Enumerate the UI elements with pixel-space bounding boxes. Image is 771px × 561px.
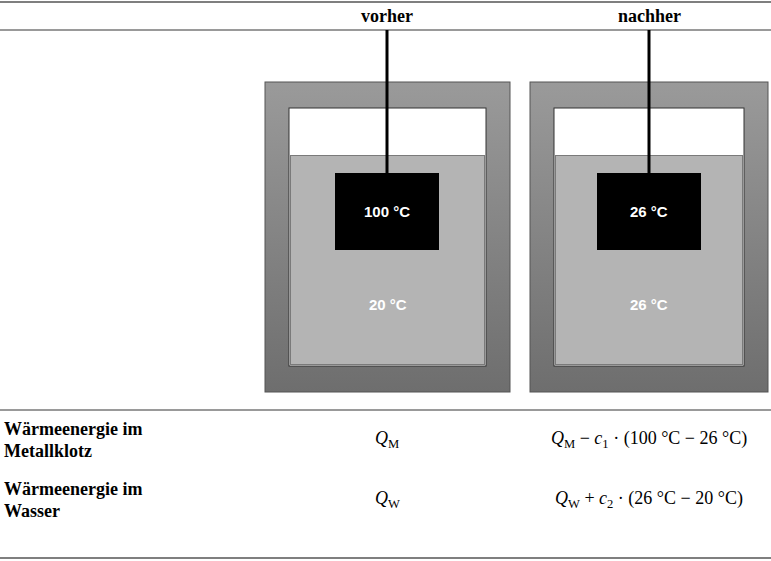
metal-block: 26 °C (597, 173, 701, 250)
water-region: 20 °C 100 °C (290, 155, 485, 365)
temperature-label: 26 °C (630, 296, 668, 313)
water-region: 26 °C 26 °C (555, 155, 743, 365)
column-header: vorher (361, 5, 413, 27)
row-header: Wärmeenergie im Metallklotz (4, 418, 154, 462)
table-cell: QW (375, 487, 400, 509)
suspension-wire (648, 30, 651, 174)
table-rule (0, 410, 771, 411)
metal-block: 100 °C (335, 173, 439, 250)
temperature-label: 20 °C (369, 296, 407, 313)
table-cell: QW + c2 · (26 °C − 20 °C) (555, 487, 743, 509)
table-cell: QM (375, 427, 399, 449)
table-rule (0, 557, 771, 558)
vessel-air (554, 108, 744, 366)
table-rule (0, 30, 771, 31)
table-rule (0, 1, 771, 2)
vessel-air (289, 108, 486, 366)
column-header: nachher (618, 5, 681, 27)
suspension-wire (386, 30, 389, 174)
vessel-wall (265, 82, 510, 392)
row-header: Wärmeenergie im Wasser (4, 478, 154, 522)
temperature-label: 100 °C (364, 203, 410, 220)
temperature-label: 26 °C (630, 203, 668, 220)
vessel-wall (530, 82, 768, 392)
table-cell: QM − c1 · (100 °C − 26 °C) (551, 427, 747, 449)
